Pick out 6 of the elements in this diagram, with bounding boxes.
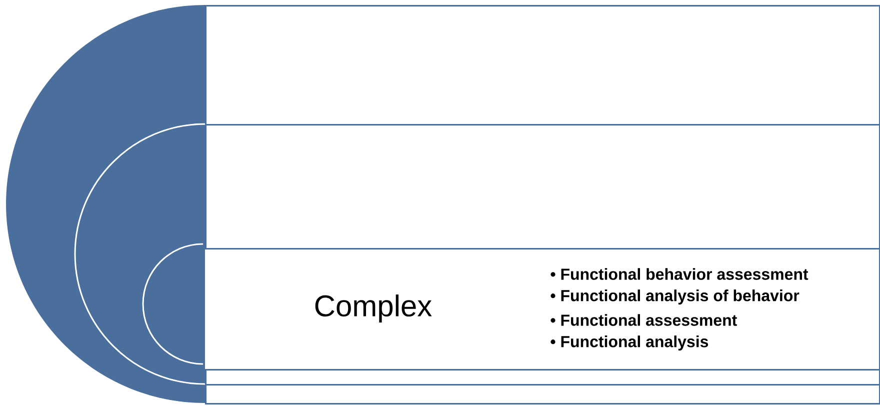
list-item: • Functional analysis [550, 336, 708, 350]
list-item: • Functional behavior assessment [550, 268, 808, 280]
band [203, 248, 880, 370]
heading: Complex [315, 294, 432, 322]
list-item: • Functional assessment [550, 314, 737, 326]
list-item: • Functional analysis of behavior [550, 290, 800, 304]
